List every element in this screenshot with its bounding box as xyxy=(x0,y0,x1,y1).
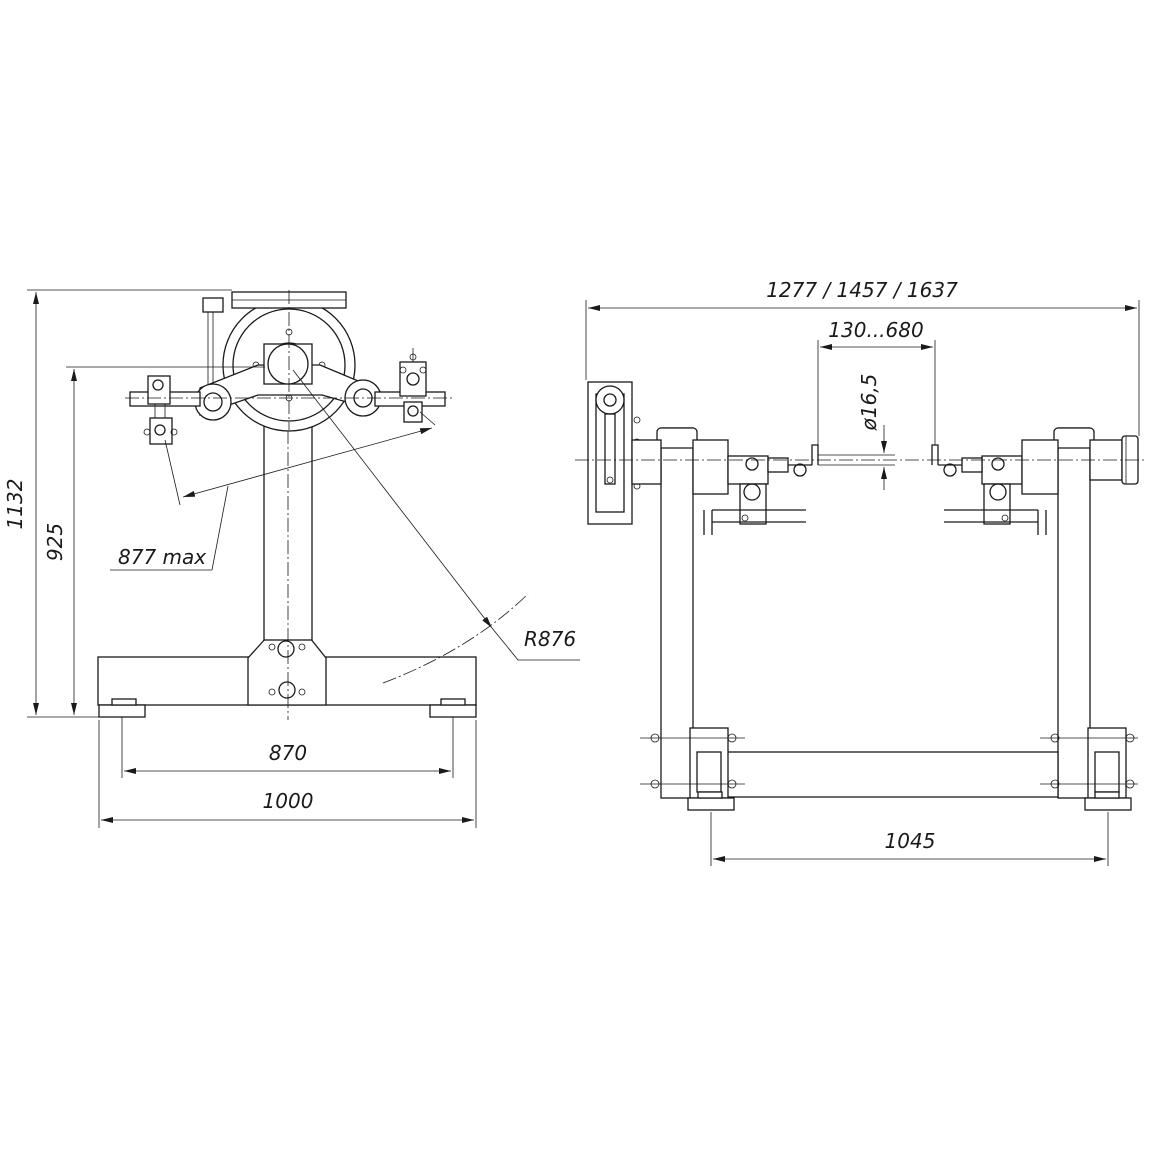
column-cap xyxy=(267,343,309,385)
radius-dimension-line xyxy=(292,369,493,629)
bolt-hole-upper xyxy=(277,640,295,658)
bolt-hole-lower xyxy=(278,681,296,699)
base-socket-left xyxy=(689,727,729,799)
radius-arc xyxy=(382,593,529,684)
foot-right-pad xyxy=(440,698,466,706)
dim-clamp-range: 130...680 xyxy=(828,318,923,342)
side-view: 877 max R876 1132 925 870 1000 xyxy=(3,289,580,828)
column-gusset xyxy=(247,637,327,706)
dim-overall-width: 1277 / 1457 / 1637 xyxy=(766,278,958,302)
foot-left xyxy=(98,704,146,718)
clamp-jaw-left xyxy=(149,417,173,445)
foot-left-pad xyxy=(111,698,137,706)
dim-height-total: 1132 xyxy=(3,479,27,530)
reach-dimension-line xyxy=(182,427,433,498)
dim-front-feet-spacing: 1045 xyxy=(885,829,936,853)
dim-height-axis: 925 xyxy=(43,523,67,561)
foot-right-front xyxy=(1084,797,1132,811)
dim-feet-spacing: 870 xyxy=(269,741,307,765)
cross-beam xyxy=(692,751,1059,798)
upright-left xyxy=(660,427,694,799)
base-socket-right xyxy=(1087,727,1127,799)
front-view: 1277 / 1457 / 1637 130...680 ø16,5 1045 xyxy=(575,278,1145,866)
foot-left-front xyxy=(687,797,735,811)
foot-right xyxy=(429,704,477,718)
clamp-block-left-front xyxy=(727,455,769,485)
crank-handle xyxy=(202,297,224,313)
crank-wheel-icon xyxy=(595,385,625,415)
clamp-jaw-right xyxy=(403,401,423,423)
dim-radius: R876 xyxy=(524,627,576,651)
dim-base-width: 1000 xyxy=(263,789,314,813)
dim-reach: 877 max xyxy=(118,545,206,569)
dim-pin-diameter: ø16,5 xyxy=(857,374,881,432)
upright-right xyxy=(1057,427,1091,799)
